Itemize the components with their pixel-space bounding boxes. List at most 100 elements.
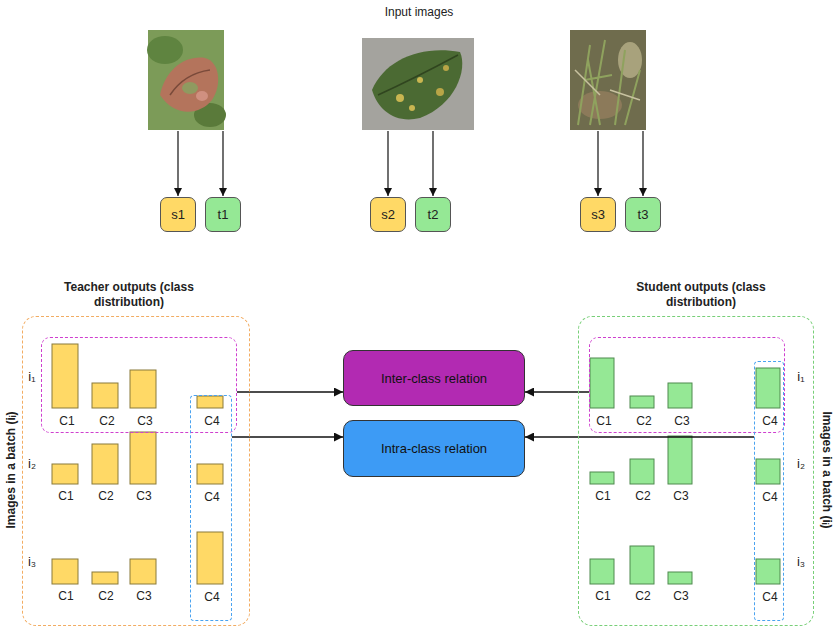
bar xyxy=(197,396,223,408)
axis-label: i₁ xyxy=(797,369,804,384)
axis-label: i₂ xyxy=(797,456,805,471)
arrow-line xyxy=(642,131,643,196)
connector-arrow xyxy=(237,391,343,392)
relation-box: Intra-class relation xyxy=(343,420,525,477)
arrow-line xyxy=(432,131,433,196)
bar xyxy=(590,559,614,584)
box-text: s3 xyxy=(591,207,605,222)
leaf-spot xyxy=(196,91,208,101)
axis-label: C1 xyxy=(595,589,610,603)
bar xyxy=(92,383,118,408)
diagram-title: Input images xyxy=(385,5,454,19)
student-input-box: s2 xyxy=(370,197,406,232)
arrow-line xyxy=(387,131,388,196)
grass-blades xyxy=(575,70,640,100)
arrow-line xyxy=(597,131,598,196)
axis-label: C3 xyxy=(673,489,688,503)
bar xyxy=(92,444,118,484)
axis-label: i₃ xyxy=(797,554,805,569)
box-text: t3 xyxy=(638,207,649,222)
box-text: s2 xyxy=(381,207,395,222)
student-input-box: s3 xyxy=(580,197,616,232)
arrow-line xyxy=(222,131,223,196)
bar xyxy=(630,459,654,484)
axis-label: C2 xyxy=(98,589,113,603)
bar xyxy=(52,559,78,584)
output-group: Teacher outputs (class distribution)i₁i₂… xyxy=(22,316,250,626)
bar xyxy=(756,559,780,584)
bar xyxy=(590,472,614,484)
foliage xyxy=(147,36,183,64)
axis-label: C4 xyxy=(762,590,777,604)
axis-label: i₂ xyxy=(28,456,36,471)
image-arrows xyxy=(178,131,643,196)
axis-label: C3 xyxy=(673,589,688,603)
axis-label: C4 xyxy=(762,414,777,428)
output-group: Student outputs (class distribution)i₁C1… xyxy=(578,316,814,626)
bar xyxy=(130,370,156,408)
bar xyxy=(197,532,223,584)
leaf-spot xyxy=(182,82,198,94)
group-heading: Student outputs (class distribution) xyxy=(636,280,766,310)
axis-title: Images in a batch (iᵢ) xyxy=(820,411,834,528)
axis-label: i₃ xyxy=(28,554,36,569)
relation-box: Inter-class relation xyxy=(343,350,525,406)
axis-label: i₁ xyxy=(28,369,35,384)
bar xyxy=(590,358,614,408)
intra-class-region: C4C4 xyxy=(754,361,784,621)
leaf-vein xyxy=(170,70,210,95)
bar xyxy=(756,459,780,484)
axis-label: C4 xyxy=(204,590,219,604)
bar xyxy=(668,436,692,484)
bar xyxy=(668,383,692,408)
leaf-photo xyxy=(147,30,226,130)
plant-photo xyxy=(570,30,646,130)
inter-class-region: C1 C2 C3 C4 xyxy=(589,337,785,433)
leaf-photo xyxy=(362,38,474,130)
teacher-input-box: t2 xyxy=(415,197,451,232)
bar xyxy=(630,546,654,584)
bar xyxy=(630,396,654,408)
bar xyxy=(756,368,780,408)
box-text: s1 xyxy=(171,207,185,222)
bar xyxy=(668,572,692,584)
axis-title: Images in a batch (iᵢ) xyxy=(4,411,18,528)
axis-label: C3 xyxy=(674,414,689,428)
axis-label: C1 xyxy=(596,414,611,428)
axis-label: C1 xyxy=(59,414,74,428)
leaf-spot xyxy=(396,94,404,102)
leaf-vein xyxy=(378,55,458,95)
axis-label: C2 xyxy=(635,589,650,603)
photo-ground xyxy=(362,38,474,130)
axis-label: C2 xyxy=(636,414,651,428)
diseased-leaf xyxy=(160,58,218,112)
connector-arrow xyxy=(525,391,589,392)
box-text: Inter-class relation xyxy=(381,371,487,386)
bar xyxy=(92,572,118,584)
box-text: t2 xyxy=(428,207,439,222)
bar xyxy=(197,464,223,484)
axis-label: C4 xyxy=(204,490,219,504)
bar xyxy=(52,344,78,408)
connector-arrow xyxy=(525,436,754,437)
inter-class-region: C1C2C3C4 xyxy=(41,337,237,433)
axis-label: C2 xyxy=(99,414,114,428)
axis-label: C1 xyxy=(58,489,73,503)
axis-label: C1 xyxy=(58,589,73,603)
photo-ground xyxy=(570,30,646,130)
student-input-box: s1 xyxy=(160,197,196,232)
axis-label: C3 xyxy=(136,489,151,503)
bar xyxy=(52,464,78,484)
intra-class-region: C4C4 xyxy=(190,395,232,621)
axis-label: C4 xyxy=(204,414,219,428)
teacher-input-box: t3 xyxy=(625,197,661,232)
diseased-leaf xyxy=(372,50,462,119)
leaf-spot xyxy=(417,77,423,83)
arrow-line xyxy=(177,131,178,196)
box-text: t1 xyxy=(218,207,229,222)
box-text: Intra-class relation xyxy=(381,441,487,456)
axis-label: C2 xyxy=(98,489,113,503)
